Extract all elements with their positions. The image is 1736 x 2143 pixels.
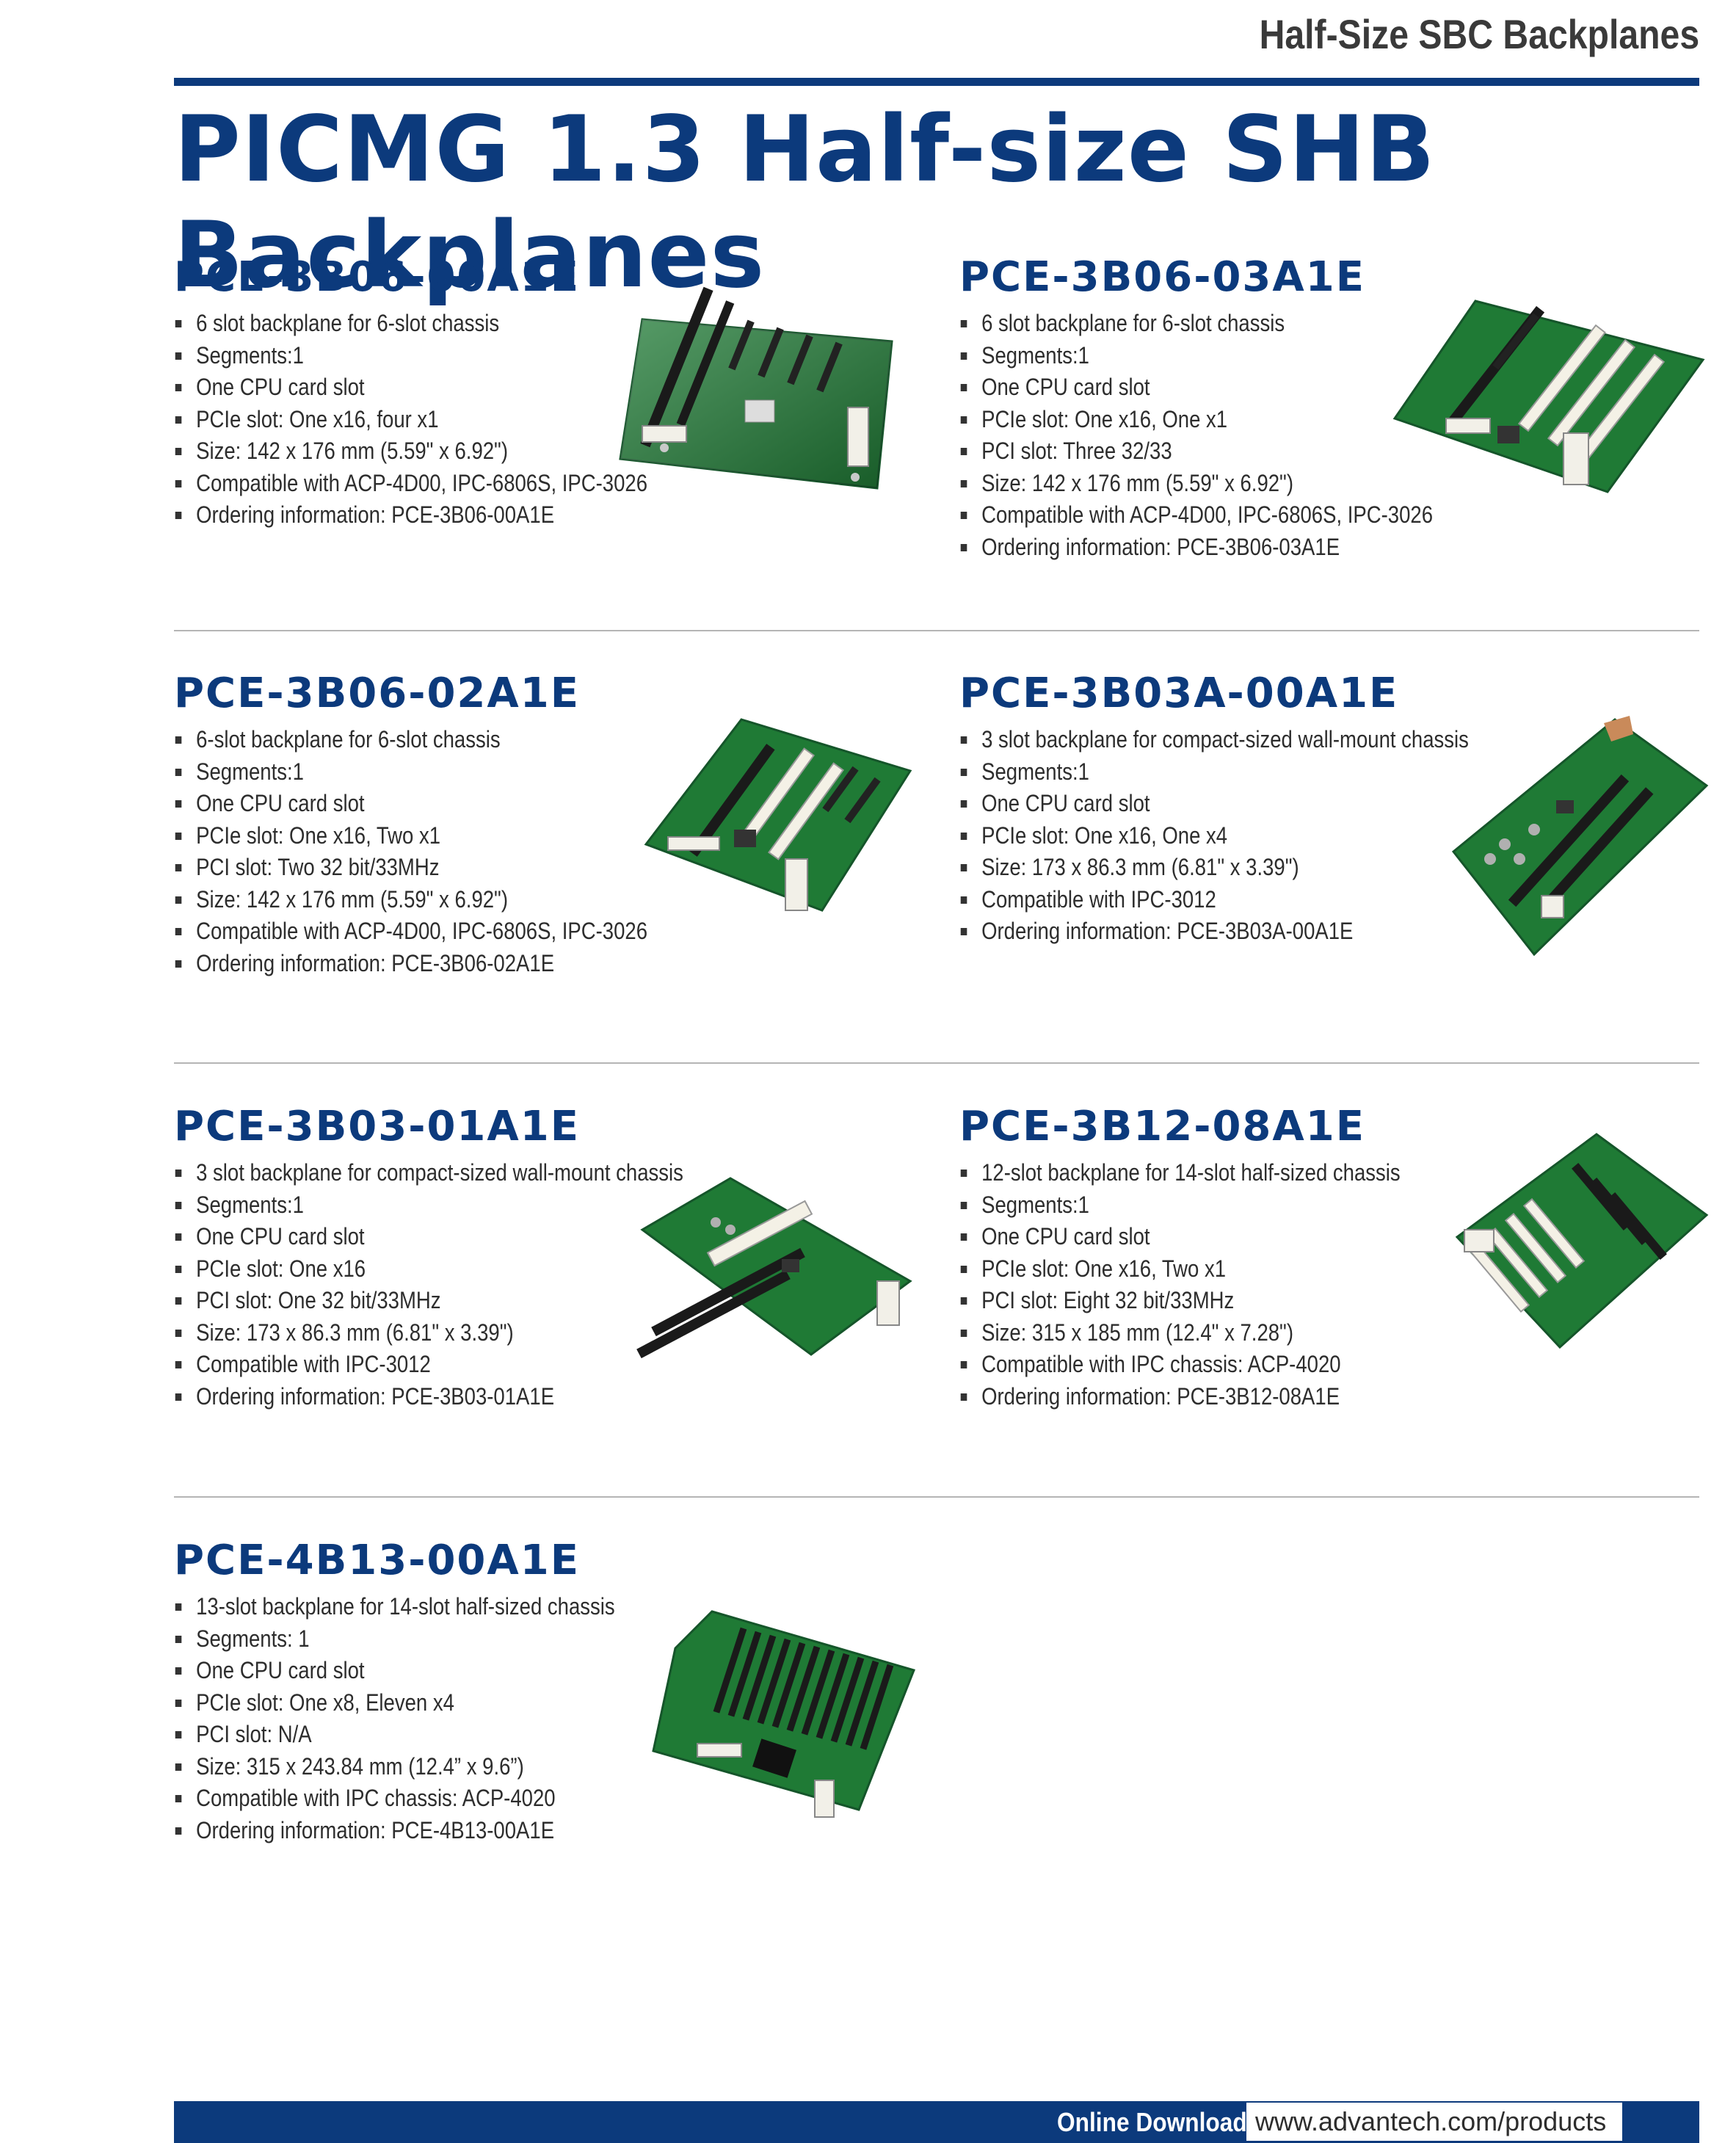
spec-item: 12-slot backplane for 14-slot half-sized… [959,1157,1401,1189]
product-pce-3b06-02a1e: PCE-3B06-02A1E 6-slot backplane for 6-sl… [174,670,724,979]
spec-item: PCIe slot: One x16, Two x1 [959,1253,1401,1286]
spec-item: Size: 173 x 86.3 mm (6.81" x 3.39") [174,1317,683,1349]
spec-item: PCI slot: One 32 bit/33MHz [174,1285,683,1317]
product-name: PCE-3B12-08A1E [959,1103,1365,1150]
spec-list: 6-slot backplane for 6-slot chassis Segm… [174,724,724,979]
spec-item: One CPU card slot [959,1221,1401,1253]
spec-item: Size: 173 x 86.3 mm (6.81" x 3.39") [959,852,1469,884]
product-pce-3b03-01a1e: PCE-3B03-01A1E 3 slot backplane for comp… [174,1103,766,1413]
product-image-pce-3b06-00a1e [619,286,893,490]
spec-item: Segments:1 [174,756,647,788]
spec-list: 6 slot backplane for 6-slot chassis Segm… [959,308,1510,563]
footer-label: Online Download [1057,2107,1247,2137]
product-name: PCE-4B13-00A1E [174,1537,580,1584]
product-pce-3b06-03a1e: PCE-3B06-03A1E 6 slot backplane for 6-sl… [959,253,1510,563]
spec-item: PCIe slot: One x16, four x1 [174,404,647,436]
product-image-pce-3b03a-00a1e [1451,716,1709,957]
spec-item: Compatible with ACP-4D00, IPC-6806S, IPC… [174,915,647,948]
spec-item: One CPU card slot [959,371,1433,404]
spec-item: Compatible with IPC chassis: ACP-4020 [174,1783,615,1815]
spec-item: Segments:1 [959,340,1433,372]
spec-list: 13-slot backplane for 14-slot half-sized… [174,1591,686,1846]
spec-item: One CPU card slot [174,788,647,820]
spec-item: One CPU card slot [174,1655,615,1687]
spec-item: PCI slot: Three 32/33 [959,435,1433,468]
spec-item: Ordering information: PCE-3B06-03A1E [959,532,1433,564]
spec-item: PCIe slot: One x16, One x1 [959,404,1433,436]
spec-item: Compatible with IPC chassis: ACP-4020 [959,1349,1401,1381]
spec-item: PCI slot: N/A [174,1719,615,1751]
product-pce-4b13-00a1e: PCE-4B13-00A1E 13-slot backplane for 14-… [174,1537,686,1846]
spec-item: PCIe slot: One x16, Two x1 [174,820,647,852]
spec-item: PCIe slot: One x16 [174,1253,683,1286]
spec-item: Ordering information: PCE-3B03-01A1E [174,1381,683,1413]
spec-item: Segments:1 [174,340,647,372]
page-title: PICMG 1.3 Half-size SHB Backplanes [174,97,1436,308]
product-image-pce-3b06-03a1e [1392,300,1705,493]
spec-item: 6 slot backplane for 6-slot chassis [959,308,1433,340]
spec-item: Size: 142 x 176 mm (5.59" x 6.92") [174,435,647,468]
spec-item: Compatible with ACP-4D00, IPC-6806S, IPC… [959,499,1433,532]
spec-item: Compatible with IPC-3012 [959,884,1469,916]
spec-item: Segments:1 [959,756,1469,788]
product-name: PCE-3B03-01A1E [174,1103,580,1150]
section-divider [174,1496,1699,1498]
product-name: PCE-3B06-02A1E [174,670,580,717]
section-divider [174,630,1699,631]
product-image-pce-3b06-02a1e [644,718,912,912]
section-divider [174,1062,1699,1064]
spec-item: PCIe slot: One x8, Eleven x4 [174,1687,615,1719]
spec-item: Ordering information: PCE-3B03A-00A1E [959,915,1469,948]
spec-item: One CPU card slot [959,788,1469,820]
product-image-pce-3b03-01a1e [636,1177,912,1359]
spec-list: 6 slot backplane for 6-slot chassis Segm… [174,308,724,532]
spec-list: 3 slot backplane for compact-sized wall-… [174,1157,766,1413]
spec-item: Ordering information: PCE-3B12-08A1E [959,1381,1401,1413]
spec-item: 13-slot backplane for 14-slot half-sized… [174,1591,615,1623]
spec-item: Ordering information: PCE-4B13-00A1E [174,1815,615,1847]
spec-item: 6-slot backplane for 6-slot chassis [174,724,647,756]
section-header: Half-Size SBC Backplanes [1259,11,1699,57]
spec-item: One CPU card slot [174,371,647,404]
spec-item: 3 slot backplane for compact-sized wall-… [959,724,1469,756]
product-image-pce-3b12-08a1e [1455,1133,1709,1349]
spec-item: Ordering information: PCE-3B06-02A1E [174,948,647,980]
spec-item: Segments: 1 [174,1623,615,1656]
spec-item: Size: 142 x 176 mm (5.59" x 6.92") [174,884,647,916]
spec-item: One CPU card slot [174,1221,683,1253]
top-rule [174,78,1699,86]
footer-url-link[interactable]: www.advantech.com/products [1246,2103,1622,2141]
spec-item: 3 slot backplane for compact-sized wall-… [174,1157,683,1189]
spec-list: 3 slot backplane for compact-sized wall-… [959,724,1552,948]
product-name: PCE-3B06-03A1E [959,253,1365,301]
product-pce-3b03a-00a1e: PCE-3B03A-00A1E 3 slot backplane for com… [959,670,1552,948]
product-name: PCE-3B06-00A1E [174,253,580,301]
spec-list: 12-slot backplane for 14-slot half-sized… [959,1157,1472,1413]
product-pce-3b06-00a1e: PCE-3B06-00A1E 6 slot backplane for 6-sl… [174,253,724,532]
spec-item: Compatible with IPC-3012 [174,1349,683,1381]
spec-item: PCIe slot: One x16, One x4 [959,820,1469,852]
spec-item: Compatible with ACP-4D00, IPC-6806S, IPC… [174,468,647,500]
spec-item: Ordering information: PCE-3B06-00A1E [174,499,647,532]
spec-item: 6 slot backplane for 6-slot chassis [174,308,647,340]
spec-item: Size: 142 x 176 mm (5.59" x 6.92") [959,468,1433,500]
spec-item: PCI slot: Two 32 bit/33MHz [174,852,647,884]
spec-item: Segments:1 [174,1189,683,1222]
spec-item: Size: 315 x 185 mm (12.4" x 7.28") [959,1317,1401,1349]
spec-item: Size: 315 x 243.84 mm (12.4” x 9.6”) [174,1751,615,1783]
product-image-pce-4b13-00a1e [652,1610,915,1818]
product-pce-3b12-08a1e: PCE-3B12-08A1E 12-slot backplane for 14-… [959,1103,1472,1413]
spec-item: PCI slot: Eight 32 bit/33MHz [959,1285,1401,1317]
product-name: PCE-3B03A-00A1E [959,670,1399,717]
spec-item: Segments:1 [959,1189,1401,1222]
